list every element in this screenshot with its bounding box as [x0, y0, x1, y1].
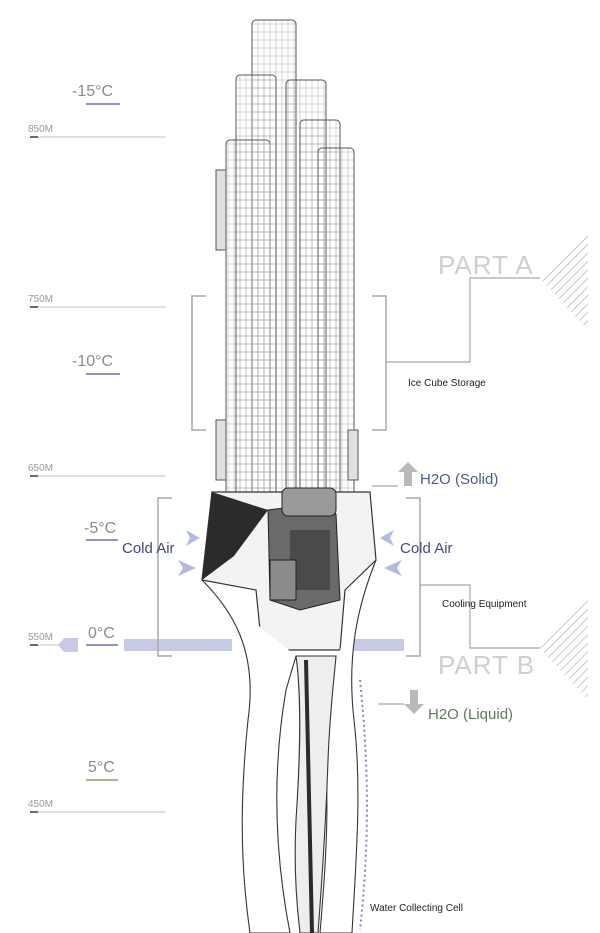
h2o-solid-label: H2O (Solid)	[420, 471, 499, 488]
temperature-plus-5: 5°C	[88, 759, 115, 776]
tower-cylinders	[215, 19, 359, 501]
altitude-750: 750M	[28, 294, 54, 305]
altitude-ticks	[30, 136, 38, 813]
leader-lines	[386, 277, 540, 649]
altitude-650: 650M	[28, 463, 54, 474]
part-b-label: PART B	[438, 650, 536, 680]
cold-air-right-label: Cold Air	[400, 540, 453, 557]
freezing-band	[58, 638, 404, 652]
cooling-equipment-label: Cooling Equipment	[442, 599, 527, 610]
cold-air-arrows-left	[178, 530, 200, 576]
tower-legs	[201, 559, 377, 933]
ice-cube-storage-label: Ice Cube Storage	[408, 378, 486, 389]
cold-air-arrows-right	[380, 530, 402, 576]
temperature-underlines	[86, 103, 120, 781]
temperature-minus-15: -15°C	[72, 83, 114, 100]
water-flow-line	[359, 679, 368, 931]
altitude-850: 850M	[28, 124, 54, 135]
h2o-liquid-label: H2O (Liquid)	[428, 706, 514, 723]
water-collecting-cell-label: Water Collecting Cell	[370, 903, 463, 914]
brackets	[157, 295, 421, 657]
altitude-550: 550M	[28, 632, 54, 643]
cold-air-left-label: Cold Air	[122, 540, 175, 557]
part-b-pointer	[540, 600, 588, 700]
temperature-minus-5: -5°C	[84, 520, 117, 537]
temperature-minus-10: -10°C	[72, 353, 114, 370]
temperature-zero: 0°C	[88, 625, 115, 642]
altitude-450: 450M	[28, 799, 54, 810]
h2o-solid-arrow	[398, 462, 418, 486]
part-a-pointer	[540, 230, 588, 330]
h2o-liquid-arrow	[404, 690, 424, 714]
part-a-label: PART A	[438, 250, 534, 280]
altitude-lines	[30, 136, 166, 813]
